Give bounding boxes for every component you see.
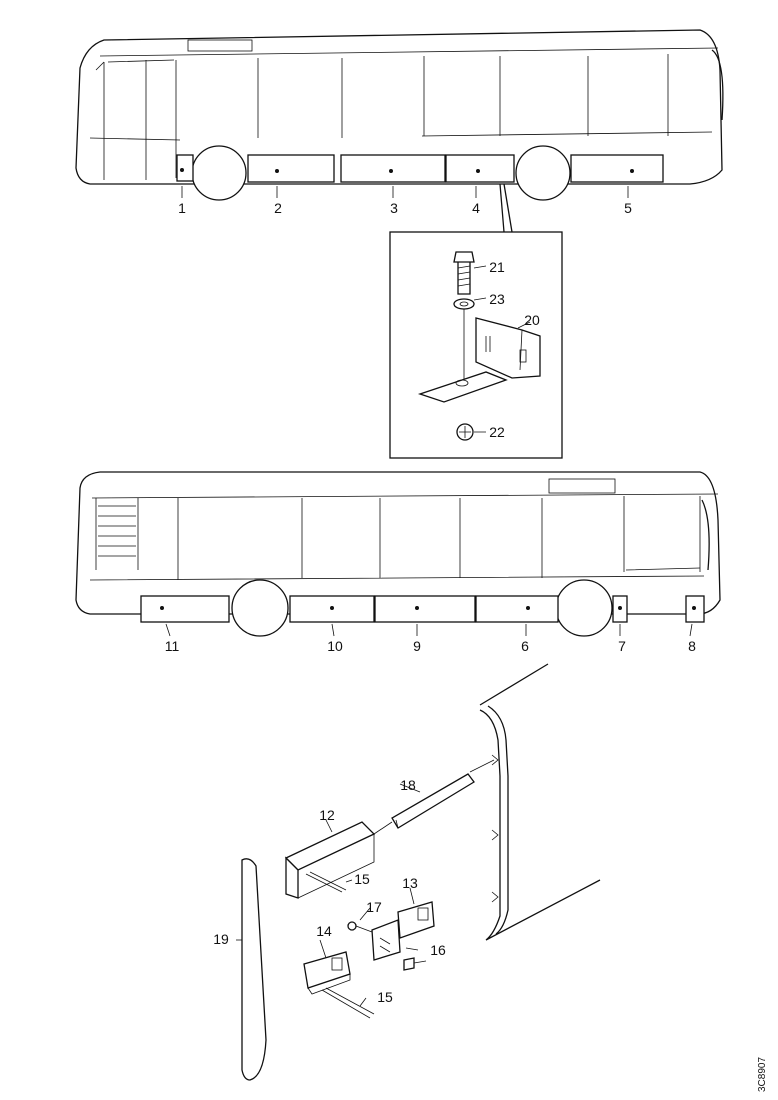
callout-20: 20 bbox=[524, 312, 540, 328]
callout-12: 12 bbox=[319, 807, 335, 823]
callout-15-upper: 15 bbox=[354, 871, 370, 887]
callout-23: 23 bbox=[489, 291, 505, 307]
lower-callout-labels: 11 10 9 6 7 8 bbox=[165, 638, 696, 654]
detail-callout-labels: 21 23 20 22 bbox=[489, 259, 540, 440]
callout-9: 9 bbox=[413, 638, 421, 654]
callout-22: 22 bbox=[489, 424, 505, 440]
bus-upper-side-view bbox=[75, 29, 724, 201]
callout-16: 16 bbox=[430, 942, 446, 958]
callout-21: 21 bbox=[489, 259, 505, 275]
drawing-code: 3C8907 bbox=[757, 1057, 768, 1092]
callout-5: 5 bbox=[624, 200, 632, 216]
bus-lower-side-view bbox=[75, 471, 721, 637]
callout-10: 10 bbox=[327, 638, 343, 654]
callout-3: 3 bbox=[390, 200, 398, 216]
exploded-parts-view bbox=[236, 663, 601, 1081]
callout-13: 13 bbox=[402, 875, 418, 891]
callout-8: 8 bbox=[688, 638, 696, 654]
callout-17: 17 bbox=[366, 899, 382, 915]
parts-callout-labels: 18 12 15 13 17 19 14 16 15 bbox=[213, 777, 446, 1005]
callout-15-lower: 15 bbox=[377, 989, 393, 1005]
callout-19: 19 bbox=[213, 931, 229, 947]
bracket-detail-box bbox=[389, 183, 563, 459]
callout-14: 14 bbox=[316, 923, 332, 939]
callout-18: 18 bbox=[400, 777, 416, 793]
callout-2: 2 bbox=[274, 200, 282, 216]
callout-11: 11 bbox=[165, 638, 180, 654]
callout-7: 7 bbox=[618, 638, 626, 654]
upper-callout-labels: 1 2 3 4 5 bbox=[178, 200, 632, 216]
callout-4: 4 bbox=[472, 200, 480, 216]
callout-6: 6 bbox=[521, 638, 529, 654]
callout-1: 1 bbox=[178, 200, 186, 216]
